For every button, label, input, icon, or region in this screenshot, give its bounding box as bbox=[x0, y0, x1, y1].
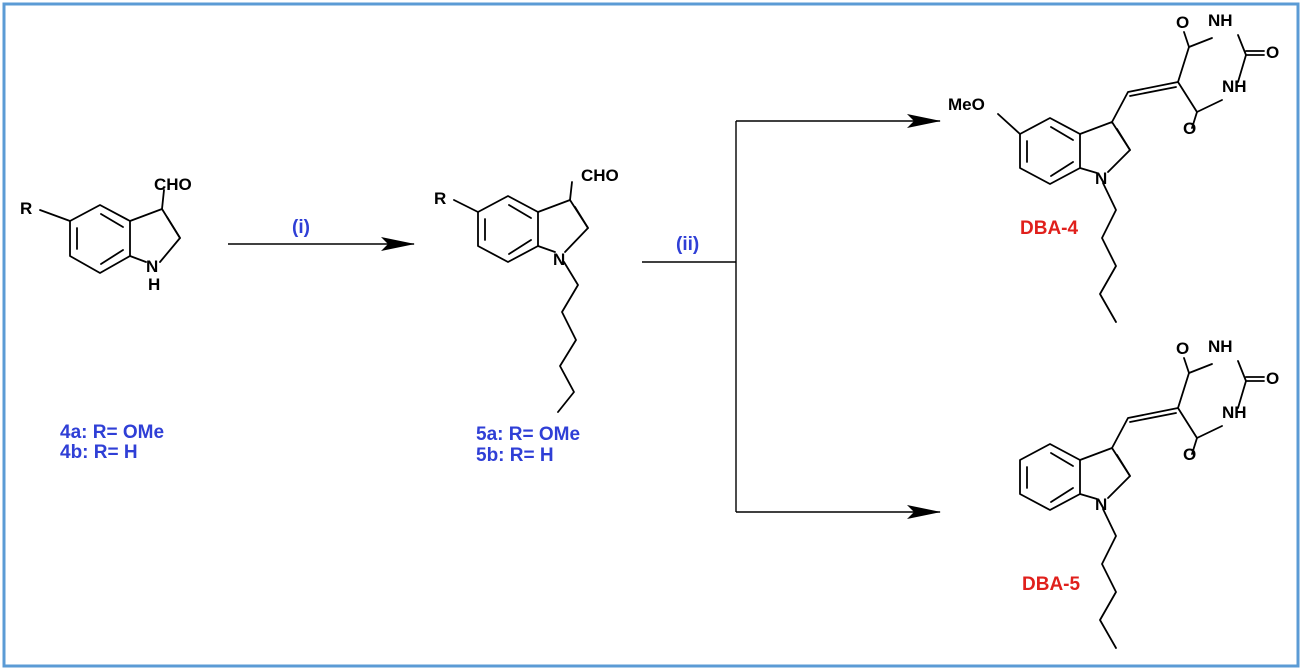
atom-nh: NH bbox=[1208, 337, 1233, 356]
atom-nh: NH bbox=[1208, 11, 1233, 30]
arrow-step-ii bbox=[642, 114, 941, 519]
atom-n: N bbox=[146, 257, 158, 276]
atom-r: R bbox=[20, 199, 32, 218]
atom-o: O bbox=[1176, 13, 1189, 32]
atom-cho: CHO bbox=[581, 166, 619, 185]
atom-nh: NH bbox=[1222, 77, 1247, 96]
atom-o: O bbox=[1183, 119, 1196, 138]
label-4b: 4b: R= H bbox=[60, 442, 138, 463]
compound-4-structure: R CHO N H bbox=[20, 175, 192, 294]
step-ii-label: (ii) bbox=[676, 234, 699, 255]
atom-o: O bbox=[1266, 43, 1279, 62]
label-4a: 4a: R= OMe bbox=[60, 422, 164, 443]
compound-5-structure: R CHO N bbox=[434, 166, 619, 413]
dba4-structure: MeO O NH O NH O N bbox=[948, 11, 1279, 323]
atom-nh: NH bbox=[1222, 403, 1247, 422]
atom-o: O bbox=[1266, 369, 1279, 388]
label-dba4: DBA-4 bbox=[1020, 218, 1078, 239]
atom-r: R bbox=[434, 189, 446, 208]
atom-o: O bbox=[1183, 445, 1196, 464]
atom-n: N bbox=[1095, 495, 1107, 514]
dba5-structure: O NH O NH O N bbox=[1019, 337, 1279, 649]
label-dba5: DBA-5 bbox=[1022, 574, 1080, 595]
label-5b: 5b: R= H bbox=[476, 445, 554, 466]
atom-n: N bbox=[1095, 169, 1107, 188]
atom-n: N bbox=[553, 250, 565, 269]
atom-h: H bbox=[148, 275, 160, 294]
atom-o: O bbox=[1176, 339, 1189, 358]
atom-meo: MeO bbox=[948, 95, 985, 114]
atom-cho: CHO bbox=[154, 175, 192, 194]
step-i-label: (i) bbox=[292, 217, 310, 238]
label-5a: 5a: R= OMe bbox=[476, 424, 580, 445]
